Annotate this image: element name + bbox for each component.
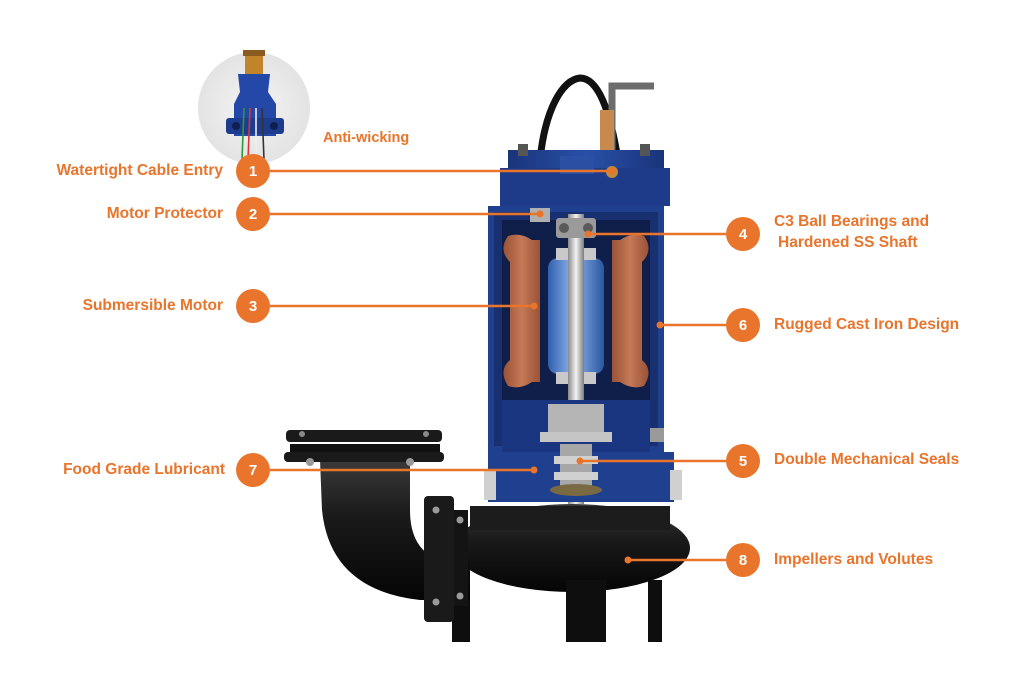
callout-badge-2: 2 [236, 197, 270, 231]
callout-label-food-grade-lubricant: Food Grade Lubricant [63, 461, 225, 478]
callout-label-impellers-and-volutes: Impellers and Volutes [774, 551, 934, 568]
callout-label-double-mechanical-seals: Double Mechanical Seals [774, 451, 960, 468]
callout-label-submersible-motor: Submersible Motor [82, 297, 223, 314]
callout-badge-6: 6 [726, 308, 760, 342]
callout-label-motor-protector: Motor Protector [106, 205, 223, 222]
callout-label-hardened-ss-shaft: Hardened SS Shaft [778, 234, 918, 251]
callout-badge-3: 3 [236, 289, 270, 323]
callout-label-c3-ball-bearings: C3 Ball Bearings and [774, 213, 930, 230]
callout-badge-8: 8 [726, 543, 760, 577]
callout-label-rugged-cast-iron-design: Rugged Cast Iron Design [774, 316, 960, 333]
callout-badge-4: 4 [726, 217, 760, 251]
callout-badge-5: 5 [726, 444, 760, 478]
anti-wicking-inset [198, 50, 310, 164]
callout-badge-7: 7 [236, 453, 270, 487]
callout-label-watertight-cable-entry: Watertight Cable Entry [56, 162, 224, 179]
anti-wicking-label: Anti-wicking [323, 130, 410, 146]
callout-badge-1: 1 [236, 154, 270, 188]
